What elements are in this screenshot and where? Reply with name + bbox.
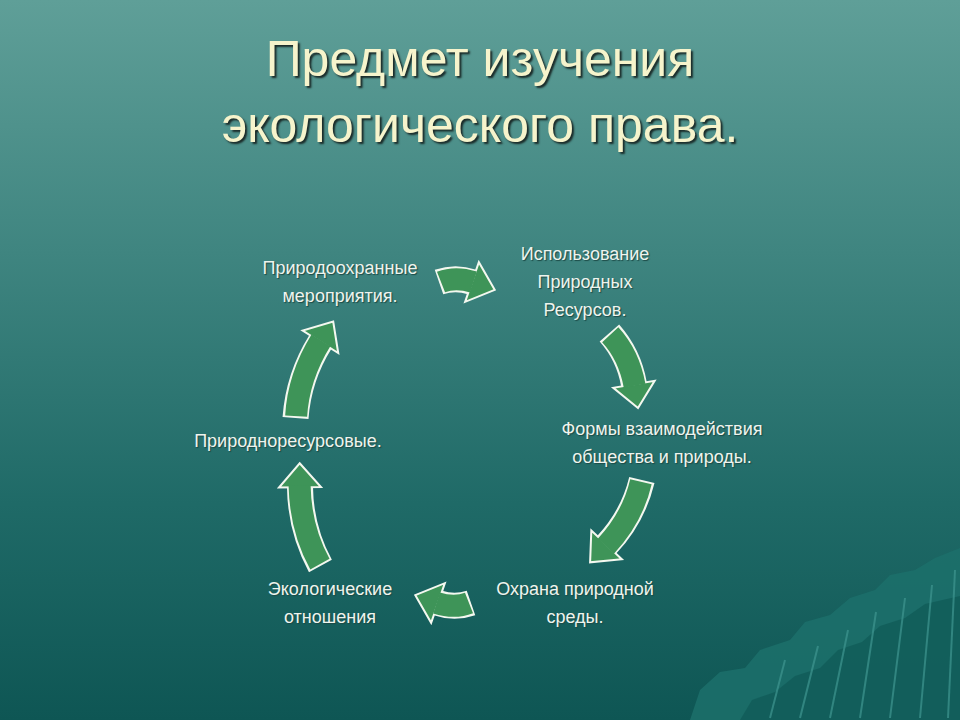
cycle-arrow — [279, 463, 321, 566]
item-text: Формы взаимодействия общества и природы. — [542, 415, 782, 471]
arrow-body — [606, 482, 641, 546]
arrow-body — [437, 603, 470, 606]
cycle-arrow — [415, 583, 471, 623]
cycle-item: Природоохранные мероприятия. — [250, 254, 430, 310]
wave-lines — [770, 570, 955, 718]
arrow-body — [300, 486, 320, 564]
cycle-item: Использование Природных Ресурсов. — [505, 240, 665, 324]
cycle-item: Формы взаимодействия общества и природы. — [542, 415, 782, 471]
cycle-item: Охрана природной среды. — [480, 575, 670, 631]
item-text: Природоохранные мероприятия. — [250, 254, 430, 310]
cycle-arrow — [439, 262, 495, 302]
wave-shape — [690, 548, 960, 720]
arrow-body — [610, 335, 634, 386]
item-text: Природноресурсовые. — [178, 427, 398, 455]
cycle-arrow — [609, 333, 654, 408]
cycle-item: Экологические отношения — [255, 575, 405, 631]
cycle-arrow — [296, 321, 339, 418]
item-text: Использование Природных Ресурсов. — [505, 240, 665, 324]
arrow-body — [296, 340, 321, 416]
diagram-title: Предмет изучения экологического права. — [120, 26, 840, 158]
item-text: Охрана природной среды. — [480, 575, 670, 631]
cycle-arrow — [590, 480, 642, 562]
arrow-body — [441, 279, 474, 282]
arrow-head — [279, 463, 321, 487]
item-text: Экологические отношения — [255, 575, 405, 631]
title-text: Предмет изучения экологического права. — [222, 31, 739, 153]
cycle-item: Природноресурсовые. — [178, 427, 398, 455]
wave-shape — [740, 596, 960, 720]
